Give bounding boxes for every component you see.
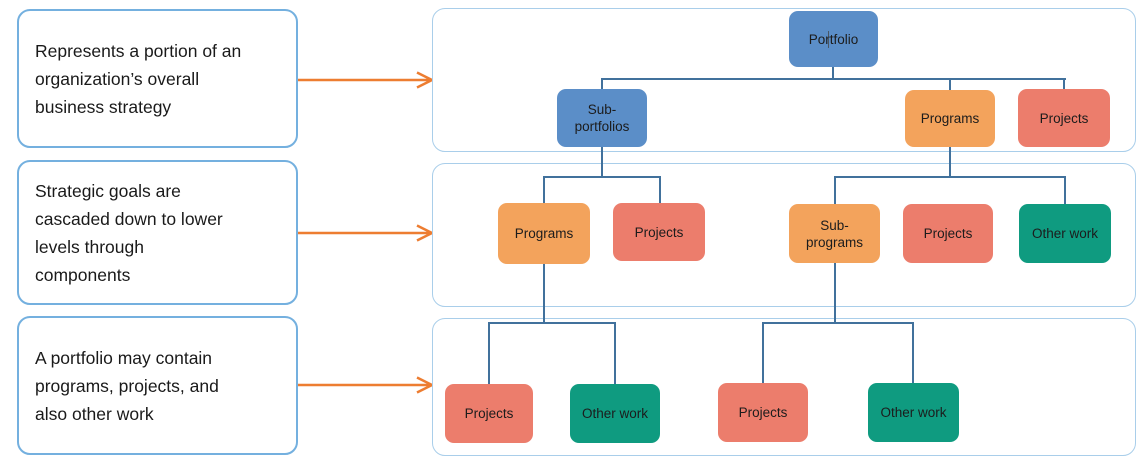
node-label: Other work [1031,226,1099,241]
connector-line [488,322,616,324]
node-other-work-l2: Other work [1019,204,1111,263]
annotation-text-line: Represents a portion of an [35,40,242,61]
node-projects-l2-left: Projects [613,203,705,261]
connector-line [834,263,836,324]
arrow-right-icon [298,376,435,394]
annotation-box-strategy: Represents a portion of an organization’… [17,9,298,148]
connector-line [1064,176,1066,205]
node-label: Sub- programs [805,217,864,250]
node-programs-l1: Programs [905,90,995,147]
node-portfolio: Portfolio [789,11,878,67]
node-label: Other work [880,405,947,420]
annotation-box-cascade: Strategic goals are cascaded down to low… [17,160,298,305]
annotation-text-line: components [35,264,131,285]
connector-line [1063,78,1065,90]
annotation-text-line: also other work [35,403,154,424]
connector-line [543,176,545,204]
connector-line [949,147,951,177]
node-sub-portfolios: Sub- portfolios [557,89,647,147]
connector-line [659,176,661,204]
connector-line [834,176,836,205]
arrow-right-icon [298,224,435,242]
text-cursor [828,31,829,48]
node-label: Projects [923,226,973,241]
connector-line [488,322,490,384]
annotation-text-line: A portfolio may contain [35,347,213,368]
arrow-right-icon [298,71,435,89]
node-other-work-l3-left: Other work [570,384,660,443]
annotation-text-line: cascaded down to lower [35,208,223,229]
node-label: Projects [464,406,514,421]
annotation-text-line: programs, projects, and [35,375,219,396]
connector-line [949,78,951,91]
node-sub-programs: Sub- programs [789,204,880,263]
connector-line [912,322,914,383]
connector-line [601,147,603,177]
node-projects-l2-right: Projects [903,204,993,263]
annotation-text-line: organization’s overall [35,68,200,89]
connector-line [614,322,616,384]
node-projects-l3-right: Projects [718,383,808,442]
connector-line [762,322,764,383]
node-programs-l2: Programs [498,203,590,264]
connector-line [834,176,1065,178]
connector-line [762,322,914,324]
connector-line [601,78,1066,80]
annotation-text-line: levels through [35,236,144,257]
annotation-text-line: Strategic goals are [35,180,181,201]
node-label: Programs [920,111,980,126]
node-label: Projects [634,224,684,240]
node-projects-l3-left: Projects [445,384,533,443]
connector-line [832,67,834,79]
node-other-work-l3-right: Other work [868,383,959,442]
node-label: Programs [514,226,574,241]
connector-line [543,264,545,324]
connector-line [543,176,661,178]
annotation-box-contents: A portfolio may contain programs, projec… [17,316,298,455]
annotation-text-line: business strategy [35,96,172,117]
node-label: Sub- portfolios [574,102,630,134]
node-projects-l1: Projects [1018,89,1110,147]
node-label: Projects [738,405,788,420]
node-label: Portfolio [808,31,859,47]
node-label: Other work [581,406,649,421]
connector-line [601,78,603,90]
node-label: Projects [1039,110,1089,126]
